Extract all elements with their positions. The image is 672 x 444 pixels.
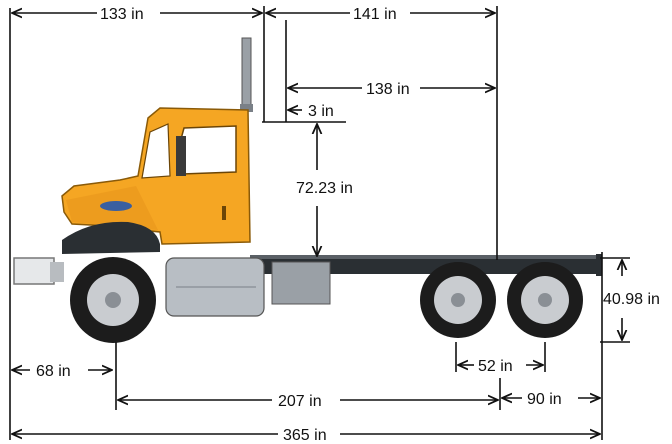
exhaust-stack [241, 37, 252, 111]
mirror [176, 136, 186, 176]
dim-wheelbase: 207 in [278, 393, 322, 410]
dim-clear-frame-length: 138 in [366, 81, 410, 98]
dim-front-to-back-of-cab: 133 in [100, 6, 144, 23]
frame-rail [250, 258, 600, 274]
dim-rear-overhang: 90 in [527, 391, 562, 408]
dimension-lines [9, 6, 630, 440]
front-tire [70, 257, 156, 343]
dim-tandem-spread: 52 in [478, 358, 513, 375]
dim-cab-clearance: 3 in [308, 103, 334, 120]
bumper [13, 257, 55, 285]
dimension-labels: 133 in 141 in 138 in 3 in 72.23 in 40.98… [36, 6, 660, 444]
cab-window [177, 125, 237, 175]
dim-back-of-cab-to-end: 141 in [353, 6, 397, 23]
dim-front-overhang: 68 in [36, 363, 71, 380]
dim-overall-length: 365 in [283, 427, 327, 444]
front-fender [62, 221, 160, 254]
rear-tire-rear [507, 262, 583, 338]
dim-frame-height: 40.98 in [603, 291, 660, 308]
rear-tire-forward [420, 262, 496, 338]
truck-illustration [13, 37, 602, 343]
dim-frame-to-cab-top: 72.23 in [296, 180, 353, 197]
